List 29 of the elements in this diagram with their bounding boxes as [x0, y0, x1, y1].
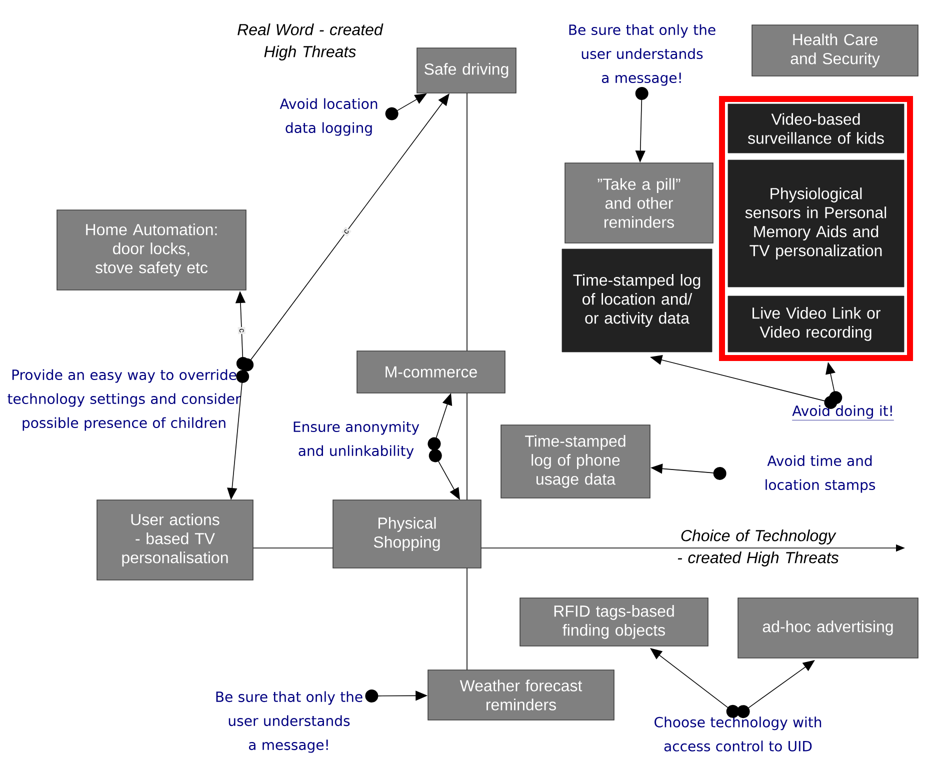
process-box: Time-stamped log of phone usage data: [500, 424, 650, 498]
process-box: ad-hoc advertising: [738, 598, 918, 658]
process-box: ”Take a pill” and other reminders: [564, 162, 714, 244]
arrow: [650, 648, 740, 718]
process-box: Safe driving: [416, 48, 516, 94]
highlighted-box: Video-based surveillance of kids: [728, 104, 904, 154]
guideline-text: Avoid doing it!: [792, 405, 894, 420]
axis-label: Choice of Technology - created High Threats: [678, 530, 839, 566]
process-box: Health Care and Security: [752, 24, 918, 76]
highlighted-box: Physiological sensors in Personal Memory Aids and TV personalization: [728, 160, 904, 288]
process-box: User actions - based TV personalisation: [96, 500, 254, 580]
process-box: Weather forecast reminders: [428, 670, 614, 720]
guideline-text: Avoid location data logging: [280, 98, 378, 136]
process-box: Home Automation: door locks, stove safety etc: [56, 210, 246, 290]
process-box: M-commerce: [356, 350, 506, 394]
guideline-text: Be sure that only the user understands a message!: [216, 691, 362, 753]
guideline-text: Avoid time and location stamps: [766, 455, 876, 493]
guideline-text: Choose technology with access control to UID: [654, 716, 822, 752]
highlighted-box: Live Video Link or Video recording: [728, 296, 904, 352]
axis-label: Real Word - created High Threats: [238, 24, 384, 60]
highlighted-box: Time-stamped log of location and/ or activity data: [562, 248, 712, 352]
guideline-text: Ensure anonymity and unlinkability: [294, 421, 420, 459]
guideline-text: Provide an easy way to override technology settings and consider possible presence of children: [8, 369, 241, 431]
edge-label: c: [238, 326, 246, 334]
arrow: [736, 660, 815, 718]
process-box: Physical Shopping: [332, 500, 482, 568]
edge-label: c: [341, 226, 352, 237]
guideline-text: Be sure that only the user understands a message!: [569, 24, 716, 86]
process-box: RFID tags-based finding objects: [520, 598, 708, 646]
